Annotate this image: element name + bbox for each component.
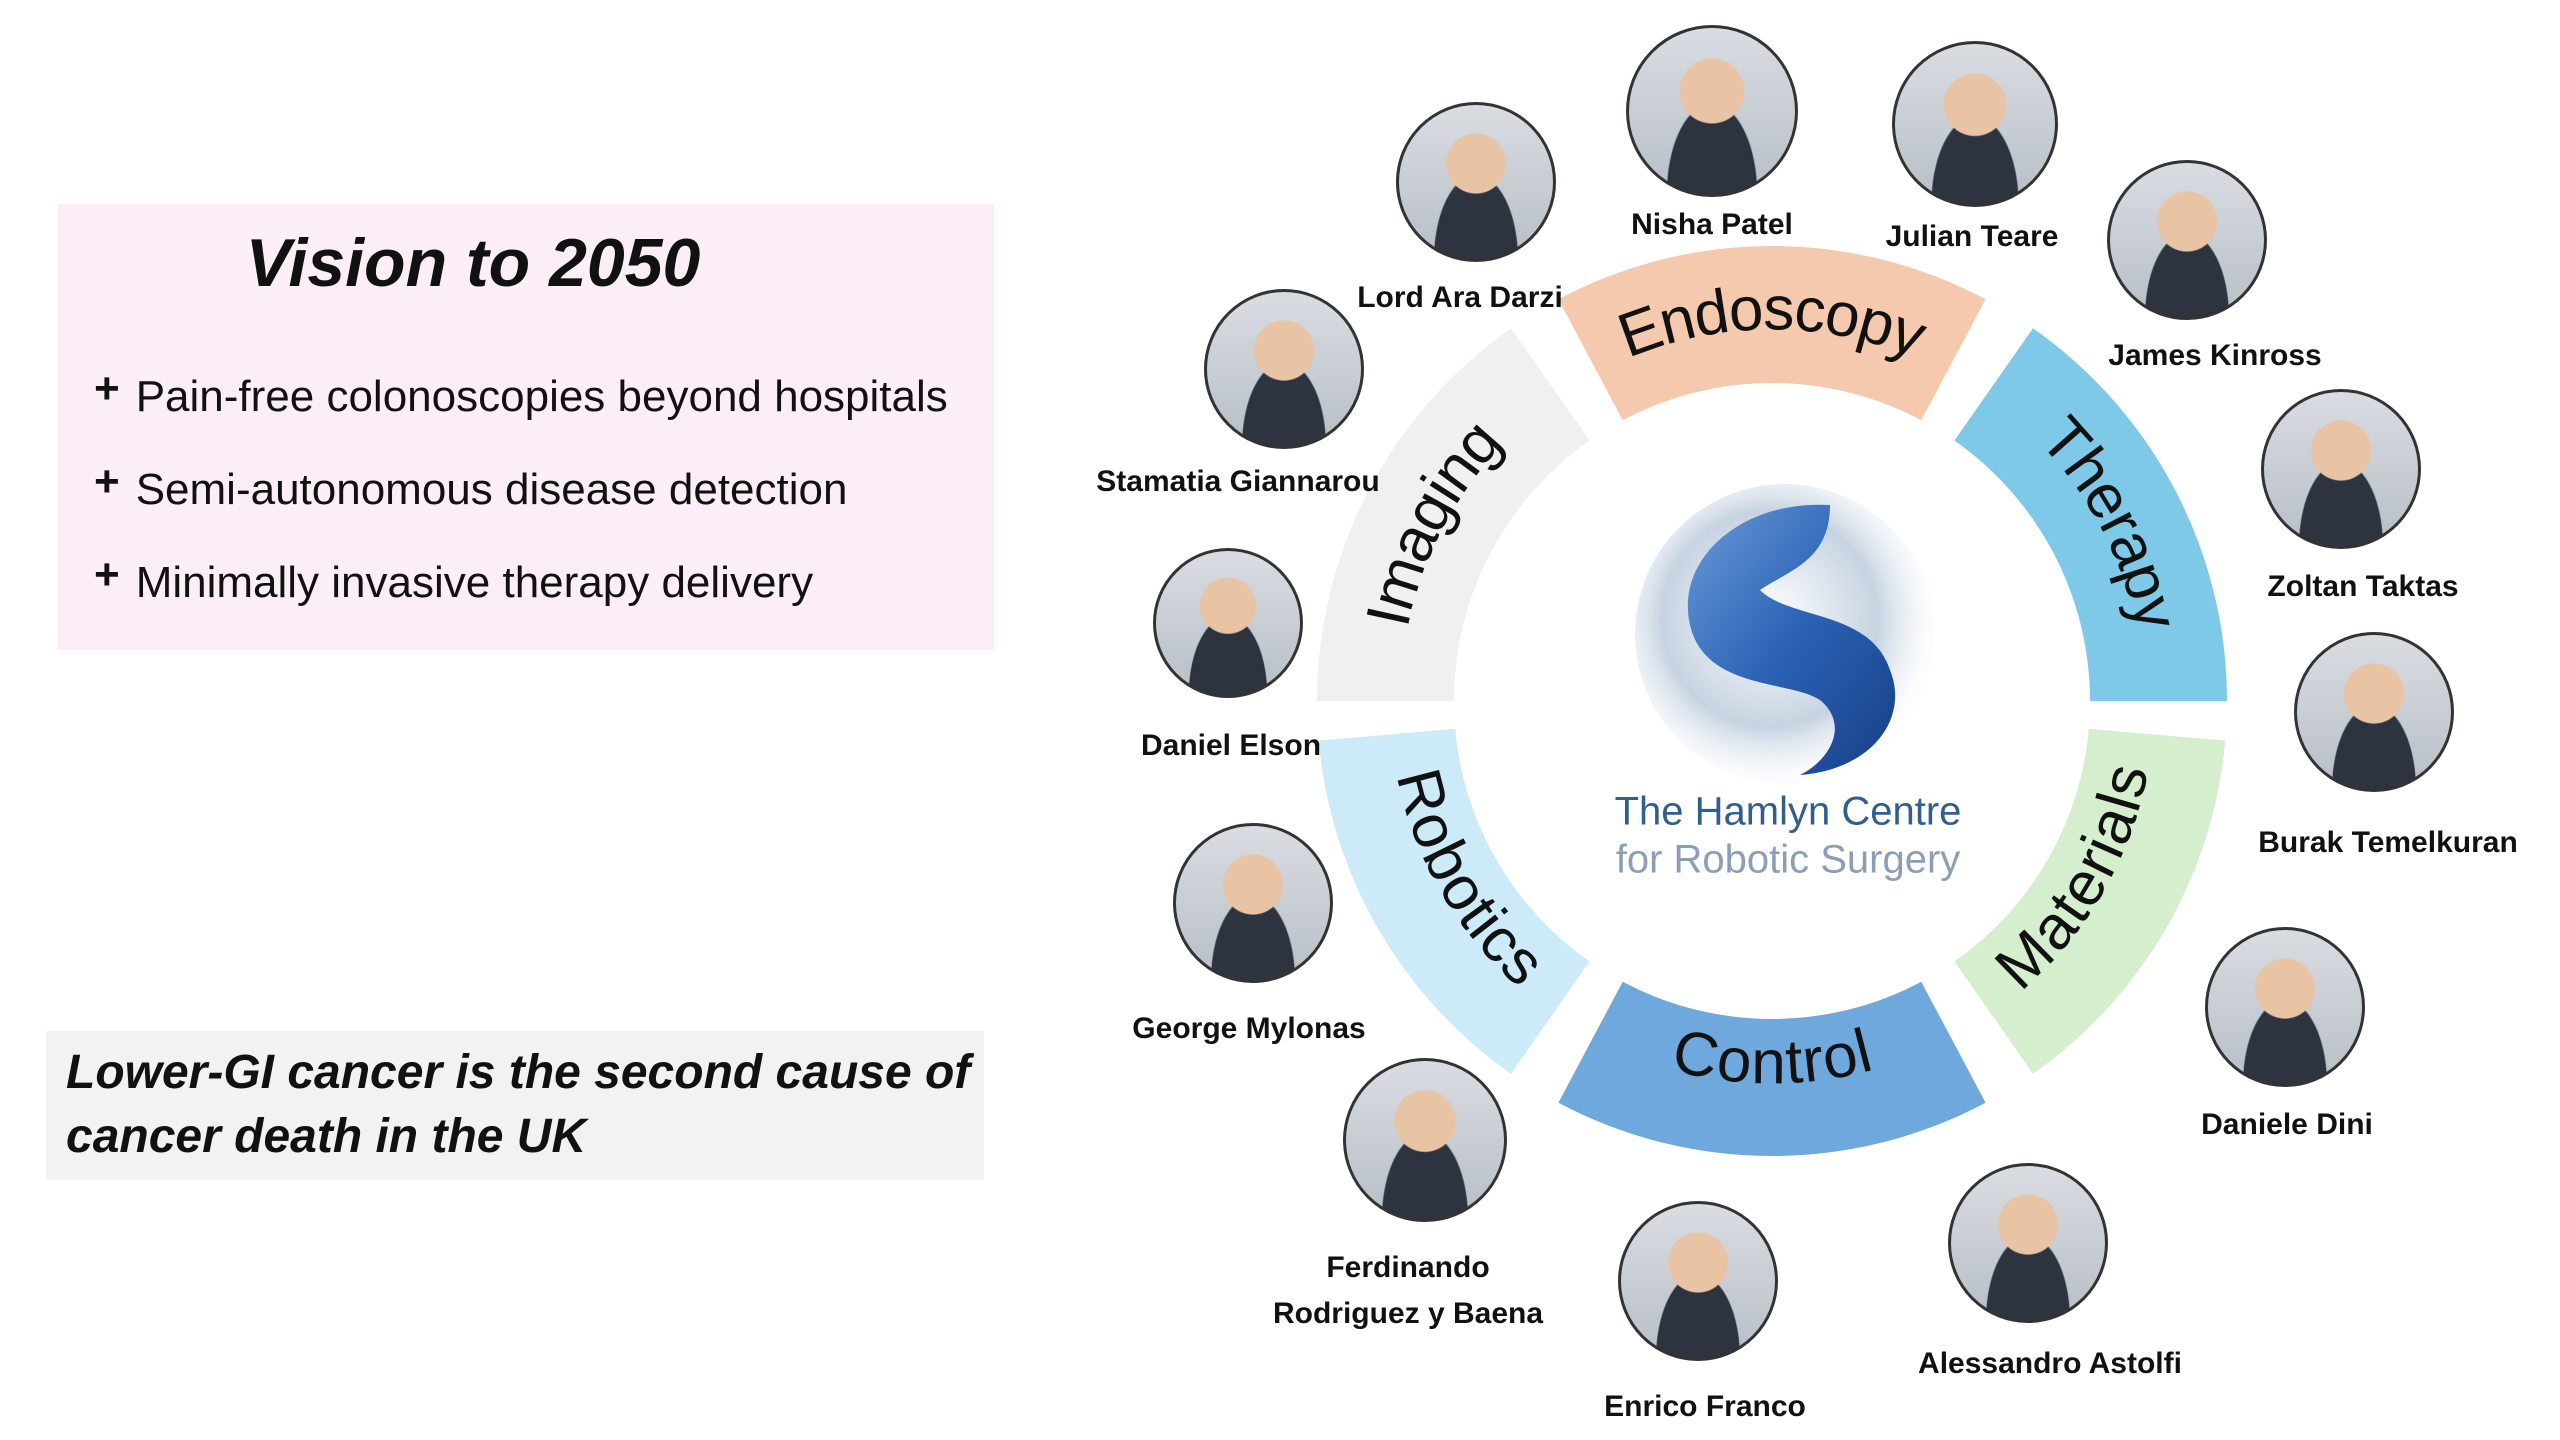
- bullet-text: Semi-autonomous disease detection: [135, 465, 848, 514]
- hamlyn-logo: [1635, 484, 1935, 784]
- segment-imaging: [1317, 328, 1590, 701]
- person-name: Zoltan Taktas: [2267, 570, 2459, 603]
- portrait-photo: [2107, 160, 2267, 320]
- portrait-photo: [2294, 632, 2454, 792]
- fact-line: Lower-GI cancer is the second cause of: [66, 1046, 971, 1099]
- vision-bullet: + Pain-free colonoscopies beyond hospital…: [94, 364, 948, 422]
- cancer-fact-box: Lower-GI cancer is the second cause of c…: [46, 1031, 984, 1180]
- vision-panel: Vision to 2050 + Pain-free colonoscopies …: [58, 204, 994, 650]
- logo-subtitle: for Robotic Surgery: [1615, 837, 1961, 882]
- person-name: Nisha Patel: [1631, 208, 1793, 241]
- plus-icon: +: [94, 364, 120, 413]
- person-name: Daniel Elson: [1140, 729, 1322, 762]
- vision-title: Vision to 2050: [245, 225, 701, 301]
- portrait-photo: [1892, 41, 2058, 207]
- portrait-photo: [2205, 927, 2365, 1087]
- segment-control: [1558, 981, 1986, 1157]
- portrait-photo: [1626, 25, 1798, 197]
- logo-title: The Hamlyn Centre: [1614, 789, 1962, 834]
- bullet-text: Pain-free colonoscopies beyond hospitals: [135, 372, 948, 421]
- person-name: Enrico Franco: [1604, 1390, 1806, 1423]
- person-name-line: Ferdinando: [1326, 1251, 1490, 1284]
- person-name: Daniele Dini: [2201, 1108, 2373, 1141]
- logo-swirl: [1687, 504, 1896, 775]
- portrait-photo: [2261, 389, 2421, 549]
- segment-label-control: Control: [1667, 1016, 1879, 1097]
- portrait-photo: [1948, 1163, 2108, 1323]
- portrait-photo: [1173, 823, 1333, 983]
- vision-bullet: + Semi-autonomous disease detection: [94, 457, 848, 515]
- segment-therapy: [1954, 328, 2227, 701]
- person-name: Stamatia Giannarou: [1096, 465, 1380, 498]
- person-name-line: Rodriguez y Baena: [1272, 1297, 1544, 1330]
- person-name: Burak Temelkuran: [2258, 826, 2518, 859]
- vision-bullet: + Minimally invasive therapy delivery: [94, 550, 814, 608]
- portrait-photo: [1204, 289, 1364, 449]
- segment-endoscopy: [1558, 245, 1986, 421]
- person-name: Julian Teare: [1885, 220, 2059, 253]
- portrait-photo: [1343, 1058, 1507, 1222]
- plus-icon: +: [94, 550, 120, 599]
- bullet-text: Minimally invasive therapy delivery: [135, 558, 814, 607]
- person-name: James Kinross: [2108, 339, 2322, 372]
- fact-line: cancer death in the UK: [66, 1110, 587, 1163]
- portrait-photo: [1153, 548, 1303, 698]
- person-name: Lord Ara Darzi: [1357, 281, 1563, 314]
- person-name: George Mylonas: [1132, 1012, 1366, 1045]
- portrait-photo: [1396, 102, 1556, 262]
- segment-robotics: [1318, 728, 1590, 1074]
- person-name: Alessandro Astolfi: [1918, 1347, 2182, 1380]
- portrait-photo: [1618, 1201, 1778, 1361]
- plus-icon: +: [94, 457, 120, 506]
- segment-materials: [1954, 728, 2226, 1074]
